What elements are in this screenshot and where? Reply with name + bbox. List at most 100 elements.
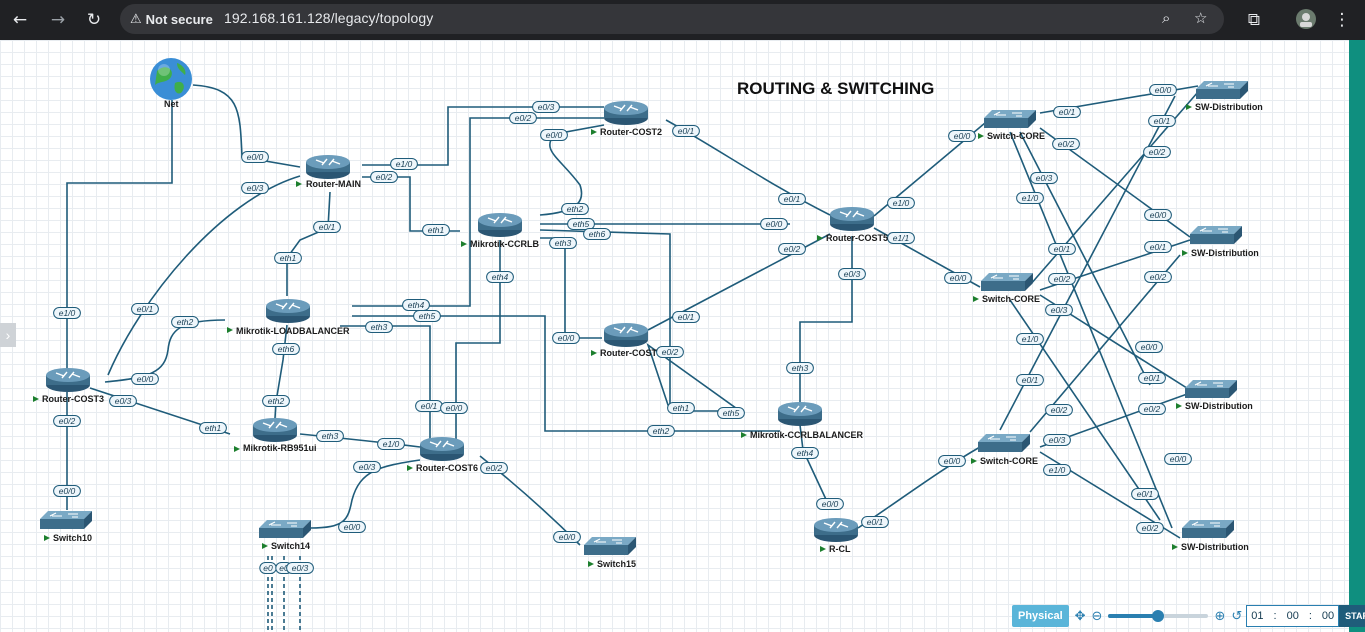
view-mode-button[interactable]: Physical	[1012, 605, 1069, 627]
reload-icon[interactable]: ↻	[86, 10, 102, 30]
port-label: e0/1	[672, 311, 700, 323]
zoom-in-icon[interactable]: ⊕	[1214, 608, 1226, 624]
link-rcost5-ccrlbal[interactable]	[799, 236, 853, 402]
link-rmain-rcost3[interactable]	[107, 175, 301, 376]
menu-dots-icon[interactable]: ⋮	[1333, 10, 1351, 30]
link-rb951-rcost6[interactable]	[299, 433, 421, 448]
node-router-main[interactable]: Router-MAIN	[296, 154, 361, 189]
port-label-text: e0/0	[1150, 210, 1167, 220]
port-label: e0/1	[778, 193, 806, 205]
port-label-text: eth3	[322, 431, 339, 441]
link-core1-dist4[interactable]	[1009, 131, 1173, 529]
port-label-text: e1/0	[383, 439, 400, 449]
port-label-text: e1/0	[1022, 193, 1039, 203]
port-label: e0/3	[109, 395, 137, 407]
zoom-slider-knob[interactable]	[1152, 610, 1165, 622]
node-sw-distribution-3[interactable]: SW-Distribution	[1176, 379, 1253, 411]
router-icon	[305, 154, 351, 180]
router-icon	[777, 401, 823, 427]
link-ccrlb-rcost[interactable]	[540, 237, 602, 339]
back-arrow-icon[interactable]: ←	[12, 10, 28, 30]
link-rcost6-sw14[interactable]	[309, 459, 421, 529]
port-label: eth4	[791, 447, 819, 459]
node-router-cost6[interactable]: Router-COST6	[407, 436, 478, 473]
port-label-text: e0/1	[1144, 373, 1161, 383]
topology-svg[interactable]: ROUTING & SWITCHING	[0, 40, 1349, 632]
link-rmain-ccrlb[interactable]	[362, 176, 460, 232]
security-chip[interactable]: ⚠ Not secure	[124, 7, 221, 31]
node-r-cl[interactable]: R-CL	[813, 517, 859, 554]
extensions-icon[interactable]: ⧉	[1247, 10, 1261, 30]
port-label-text: e0/2	[1142, 523, 1159, 533]
timer-seconds: 00	[1321, 610, 1335, 622]
reset-icon[interactable]: ↺	[1231, 608, 1243, 624]
node-switch10[interactable]: Switch10	[39, 510, 93, 543]
port-label-text: eth6	[589, 229, 606, 239]
node-switch-core-1[interactable]: Switch-CORE	[978, 109, 1045, 141]
forward-arrow-icon[interactable]: →	[50, 10, 66, 30]
fit-icon[interactable]: ✥	[1074, 608, 1086, 624]
port-label-text: e0/2	[1149, 147, 1166, 157]
star-icon[interactable]: ☆	[1194, 9, 1208, 27]
link-net-rcost3[interactable]	[66, 100, 173, 370]
port-label: e0/1	[1144, 241, 1172, 253]
lab-timer[interactable]: 01 : 00 : 00	[1246, 605, 1340, 627]
sidebar-toggle[interactable]: ›	[0, 323, 16, 347]
node-router-cost2[interactable]: Router-COST2	[591, 100, 662, 137]
node-router-cost5[interactable]: Router-COST5	[817, 206, 888, 243]
node-mikrotik-loadbalancer[interactable]: Mikrotik-LOADBALANCER	[227, 298, 350, 336]
node-mikrotik-ccrlb[interactable]: Mikrotik-CCRLB	[461, 212, 539, 249]
status-play-icon	[978, 133, 984, 139]
port-label: e1/0	[1016, 192, 1044, 204]
link-net-rmain[interactable]	[192, 84, 301, 168]
link-rcost-loop[interactable]	[646, 342, 743, 412]
port-label: e0/0	[1149, 84, 1177, 96]
link-lb-rb951[interactable]	[274, 324, 288, 419]
browser-toolbar: ← → ↻ ⚠ Not secure 192.168.161.128/legac…	[0, 0, 1365, 40]
start-button[interactable]: START	[1339, 605, 1365, 627]
zoom-icon[interactable]: ⌕	[1162, 9, 1171, 27]
link-ccrlb-switch[interactable]	[539, 229, 671, 411]
node-label: Net	[164, 99, 179, 109]
node-sw-distribution-4[interactable]: SW-Distribution	[1172, 519, 1249, 552]
topology-canvas[interactable]: ROUTING & SWITCHING	[0, 40, 1349, 632]
zoom-slider[interactable]	[1108, 610, 1209, 622]
node-switch15[interactable]: Switch15	[583, 536, 637, 569]
node-label: Switch-CORE	[982, 294, 1040, 304]
node-switch-core-3[interactable]: Switch-CORE	[971, 433, 1038, 466]
port-label: eth6	[583, 228, 611, 240]
zoom-out-icon[interactable]: ⊖	[1091, 608, 1103, 624]
node-net[interactable]: Net	[150, 58, 192, 109]
port-label-text: e1/0	[893, 198, 910, 208]
node-mikrotik-rb951ui[interactable]: Mikrotik-RB951ui	[234, 417, 317, 453]
link-core3-dist2[interactable]	[1029, 254, 1181, 433]
port-label-text: e0/3	[292, 563, 309, 573]
port-label-text: e0/1	[1054, 244, 1071, 254]
link-ccrlb-rcost6[interactable]	[455, 240, 501, 440]
port-label: e0/2	[509, 112, 537, 124]
router-icon	[603, 322, 649, 348]
link-lb-rcost6[interactable]	[340, 325, 431, 440]
profile-avatar-icon[interactable]	[1294, 8, 1318, 32]
vertical-scrollbar[interactable]	[1349, 40, 1365, 632]
node-mikrotik-ccrlbalancer[interactable]: Mikrotik-CCRLBALANCER	[741, 401, 863, 440]
node-sw-distribution-1[interactable]: SW-Distribution	[1186, 80, 1263, 112]
node-switch-core-2[interactable]: Switch-CORE	[973, 272, 1040, 304]
port-label-text: eth1	[673, 403, 690, 413]
port-label-text: e0/0	[546, 130, 563, 140]
link-rmain-lb[interactable]	[286, 191, 331, 296]
port-label-text: eth3	[371, 322, 388, 332]
url-text[interactable]: 192.168.161.128/legacy/topology	[224, 10, 434, 26]
link-lb-rcost3[interactable]	[104, 319, 226, 383]
chevron-right-icon: ›	[5, 327, 11, 343]
node-router-cost[interactable]: Router-COST	[591, 322, 657, 358]
port-label: e0/1	[1131, 488, 1159, 500]
node-sw-distribution-2[interactable]: SW-Distribution	[1182, 225, 1259, 258]
port-label: e0/2	[53, 415, 81, 427]
port-label: e0/2	[1144, 271, 1172, 283]
node-router-cost3[interactable]: Router-COST3	[33, 367, 104, 404]
port-label: e0/2	[1048, 273, 1076, 285]
port-label-text: e0/0	[822, 499, 839, 509]
node-switch14[interactable]: Switch14	[258, 519, 312, 551]
address-bar[interactable]: ⚠ Not secure 192.168.161.128/legacy/topo…	[120, 4, 1224, 34]
